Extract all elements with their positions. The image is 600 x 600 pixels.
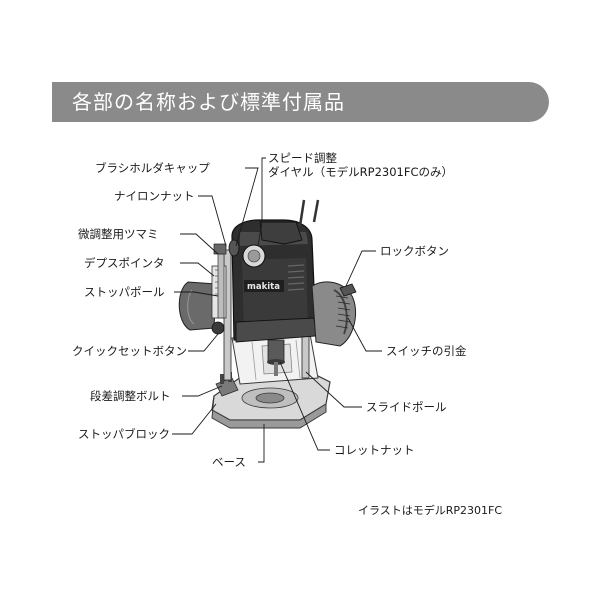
label-collet-nut: コレットナット: [334, 443, 415, 457]
label-speed-dial-line2: ダイヤル（モデルRP2301FCのみ）: [268, 165, 453, 179]
leader-base: [258, 424, 265, 463]
label-slide-pole: スライドポール: [366, 400, 447, 414]
label-lock-button: ロックボタン: [380, 244, 449, 258]
leader-collet-nut: [279, 361, 330, 451]
router-illustration: makita: [178, 199, 357, 429]
section-title: 各部の名称および標準付属品: [72, 90, 345, 114]
right-handle: [311, 281, 357, 347]
leader-switch-trigger: [347, 317, 382, 352]
leader-stopper-block: [172, 403, 217, 435]
brand-logo: makita: [247, 282, 280, 292]
leader-slide-pole: [305, 371, 362, 408]
leader-fine-adjust: [180, 233, 219, 255]
leader-step-bolt: [182, 385, 223, 397]
label-stopper-pole: ストッパポール: [84, 285, 165, 299]
illustration-caption: イラストはモデルRP2301FC: [358, 503, 502, 517]
motor-body: makita: [231, 219, 317, 343]
label-brush-holder-cap: ブラシホルダキャップ: [95, 161, 210, 175]
leader-quick-set: [188, 333, 219, 352]
section-header-banner: 各部の名称および標準付属品: [52, 82, 549, 122]
label-switch-trigger: スイッチの引金: [386, 344, 467, 358]
leader-speed-dial: [257, 157, 266, 247]
leader-depth-pointer: [180, 262, 215, 277]
part-labels: ブラシホルダキャップ ナイロンナット 微調整用ツマミ デプスポインタ ストッパポ…: [72, 151, 467, 469]
label-depth-pointer: デプスポインタ: [84, 256, 165, 270]
power-cord: [298, 199, 320, 227]
leader-nylon-nut: [198, 195, 227, 247]
label-speed-dial-line1: スピード調整: [268, 151, 337, 165]
depth-assembly: [211, 243, 227, 319]
leader-brush-cap: [235, 167, 259, 247]
collet-part: [267, 339, 285, 376]
label-nylon-nut: ナイロンナット: [114, 189, 195, 203]
leader-stopper-pole: [174, 291, 219, 297]
brush-holder-cap-part: [228, 239, 240, 257]
label-base: ベース: [212, 455, 246, 469]
label-step-adjust-bolt: 段差調整ボルト: [90, 389, 171, 403]
label-stopper-block: ストッパブロック: [78, 427, 170, 441]
label-fine-adjust-knob: 微調整用ツマミ: [78, 227, 159, 241]
leader-lines: [172, 157, 382, 463]
leader-lock-button: [345, 250, 376, 287]
label-quick-set-button: クイックセットボタン: [72, 344, 187, 358]
